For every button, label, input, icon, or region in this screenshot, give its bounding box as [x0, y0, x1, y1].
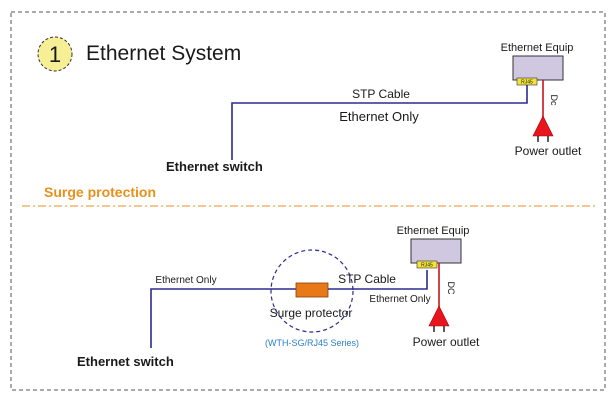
surge-protector-zone: [270, 249, 354, 333]
bottom-dc-label: DC: [446, 282, 456, 295]
top-equip-label: Ethernet Equip: [501, 42, 574, 54]
top-switch-label: Ethernet switch: [166, 159, 263, 174]
bottom-cable-label: STP Cable: [338, 272, 396, 286]
bottom-port-label: RJ45: [421, 263, 433, 269]
top-cable-label: STP Cable: [352, 87, 410, 101]
bottom-line-right-label: Ethernet Only: [369, 294, 430, 305]
protector-label: Surge protector: [270, 306, 353, 320]
top-port-label: RJ45: [521, 80, 533, 86]
top-line-label: Ethernet Only: [339, 109, 419, 124]
outer-frame: [10, 11, 606, 391]
protector-series-label: (WTH-SG/RJ45 Series): [265, 338, 359, 348]
bottom-line-left-label: Ethernet Only: [155, 275, 216, 286]
bottom-power-outlet-icon: [428, 305, 450, 332]
surge-protector-device: [295, 282, 329, 298]
top-stp-cable: [231, 84, 528, 160]
bottom-cable-right: [328, 270, 428, 290]
step-number: 1: [49, 42, 61, 67]
section-label: Surge protection: [44, 184, 156, 200]
bottom-equip-box: [410, 238, 462, 264]
top-equip-box: [512, 55, 564, 81]
step-number-badge: [37, 36, 73, 72]
bottom-power-label: Power outlet: [413, 335, 480, 349]
top-dc-label: Dc: [549, 95, 559, 106]
top-power-label: Power outlet: [515, 144, 582, 158]
bottom-cable-left: [150, 288, 296, 348]
bottom-switch-label: Ethernet switch: [77, 354, 174, 369]
top-rj45-port: [516, 77, 538, 86]
top-power-outlet-icon: [532, 115, 554, 142]
bottom-equip-label: Ethernet Equip: [397, 225, 470, 237]
bottom-rj45-port: [416, 260, 438, 269]
diagram-title: Ethernet System: [86, 42, 241, 65]
